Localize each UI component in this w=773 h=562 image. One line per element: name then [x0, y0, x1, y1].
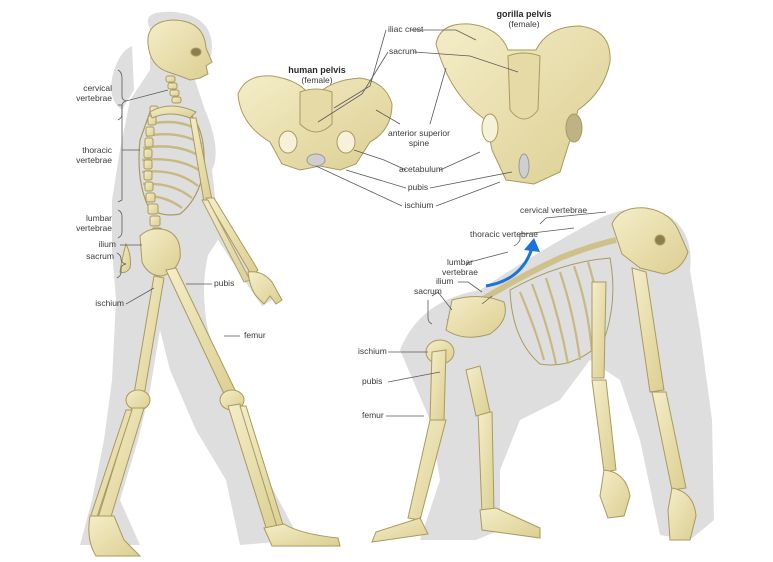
human-label-cervical-vertebrae: cervical vertebrae — [76, 83, 112, 103]
gorilla-pelvis — [445, 296, 506, 338]
gorilla-label-lumbar-vertebrae: lumbar vertebrae — [442, 257, 478, 277]
gorilla-label-cervical-vertebrae: cervical vertebrae — [520, 205, 588, 215]
gorilla-label-femur: femur — [362, 410, 384, 420]
pelvis-label-iliac-crest: iliac crest — [388, 24, 424, 34]
human-label-ischium: ischium — [95, 298, 124, 308]
pelvis-label-acetabulum: acetabulum — [399, 164, 443, 174]
leader-lines — [116, 29, 607, 417]
human-forearm — [205, 197, 259, 277]
gorilla-label-sacrum: sacrum — [414, 286, 442, 296]
gorilla-humerus — [591, 281, 607, 379]
human-skull — [147, 19, 213, 81]
gorilla-skull — [611, 207, 689, 275]
human-foot-right — [263, 523, 341, 547]
gorilla-label-ilium: ilium — [436, 276, 454, 286]
gorilla-pelvis-detail — [435, 23, 611, 185]
human-pelvis — [139, 228, 181, 277]
human-pelvis-subtitle: (female) — [301, 75, 333, 85]
human-label-femur: femur — [244, 330, 266, 340]
gorilla-pelvis-subtitle: (female) — [508, 19, 540, 29]
human-skeleton — [88, 19, 341, 557]
human-label-pubis: pubis — [214, 278, 235, 288]
gorilla-label-pubis: pubis — [362, 376, 383, 386]
pelvis-label-anterior-superior-spine: anterior superior spine — [388, 128, 450, 148]
gorilla-label-ischium: ischium — [358, 346, 387, 356]
human-pelvis-title: human pelvis — [288, 65, 346, 75]
gorilla-skeleton — [371, 207, 697, 543]
pelvis-label-sacrum: sacrum — [389, 46, 417, 56]
gorilla-label-thoracic-vertebrae: thoracic vertebrae — [470, 229, 539, 239]
human-label-sacrum: sacrum — [86, 251, 114, 261]
gorilla-pelvis-title: gorilla pelvis — [496, 9, 552, 19]
gorilla-femur — [429, 349, 447, 421]
human-pelvis-detail — [237, 75, 393, 171]
human-foot-left — [88, 515, 142, 557]
human-hand — [247, 271, 283, 305]
human-label-lumbar-vertebrae: lumbar vertebrae — [76, 213, 112, 233]
pelvis-label-pubis: pubis — [407, 182, 429, 192]
spine-curve-arrow-icon — [485, 247, 534, 288]
pelvis-label-ischium: ischium — [404, 200, 434, 210]
human-label-ilium: ilium — [98, 239, 116, 249]
human-cervical-spine — [165, 75, 182, 104]
human-label-thoracic-vertebrae: thoracic vertebrae — [76, 145, 112, 165]
